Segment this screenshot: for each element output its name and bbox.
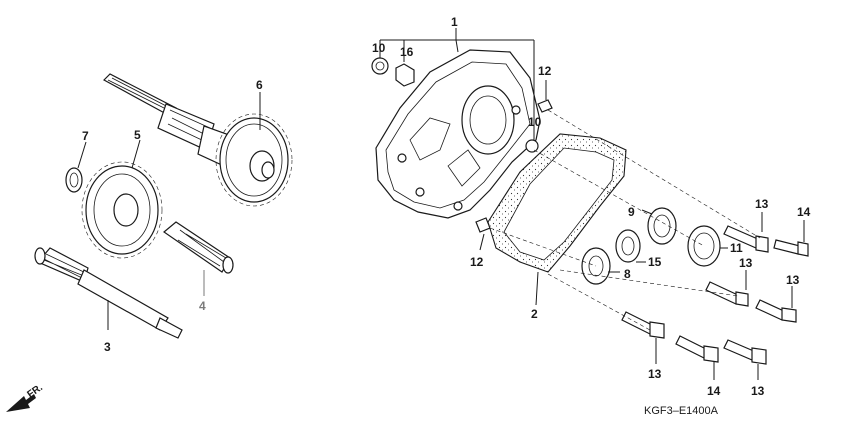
bolt-13-upper [723,225,769,253]
oil-seal-top [371,57,389,75]
dowel-pin-upper [537,99,553,113]
pinion-shaft [163,221,234,274]
leader-lines [77,28,805,380]
callout-8: 8 [624,267,631,281]
drive-gear [81,161,163,259]
thrust-washer [65,167,83,193]
bearing-15 [615,229,641,263]
bearing-top [395,63,415,87]
bolt-13-mid-b [755,299,797,323]
callout-13-c: 13 [786,273,800,287]
callout-15: 15 [648,255,662,269]
callout-1: 1 [451,15,458,29]
callout-16: 16 [400,45,414,59]
callout-7: 7 [82,129,89,143]
bearing-9 [647,207,677,245]
bolt-13-lower-a [621,311,665,339]
callout-5: 5 [134,128,141,142]
callout-2: 2 [531,307,538,321]
final-shaft [34,247,183,339]
transmission-cover [375,49,541,219]
front-label: FR. [25,382,45,400]
alignment-lines [489,109,761,331]
callout-13-e: 13 [751,384,765,398]
callout-10-top: 10 [372,41,386,55]
callout-12-upper: 12 [538,64,552,78]
callout-4: 4 [199,299,206,313]
callout-14-lower: 14 [707,384,721,398]
front-direction-arrow: FR. [6,382,45,412]
callout-12-lower: 12 [470,255,484,269]
callout-3: 3 [104,340,111,354]
callout-11: 11 [730,241,743,255]
bearing-11 [687,225,721,267]
callout-14-upper: 14 [797,205,811,219]
countershaft-with-gear [103,73,293,207]
bolt-14-lower [675,335,719,363]
bolt-14-upper [773,239,809,257]
callout-13-d: 13 [648,367,662,381]
dowel-pin-lower [475,217,491,233]
diagram-code: KGF3–E1400A [644,405,719,417]
bolt-13-lower-b [723,339,767,365]
oil-seal-mid [525,139,539,153]
callout-13-b: 13 [739,256,753,270]
callout-10-mid: 10 [528,115,542,129]
bolt-13-mid-a [705,281,749,307]
callout-9: 9 [628,205,635,219]
callout-13-a: 13 [755,197,769,211]
callout-6: 6 [256,78,263,92]
